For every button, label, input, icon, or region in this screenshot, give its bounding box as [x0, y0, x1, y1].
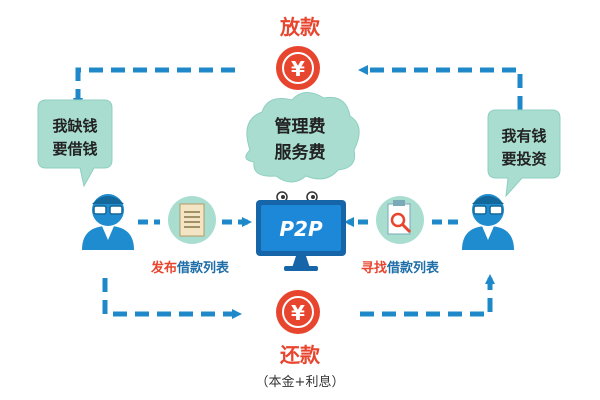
left-caption-part1: 发布: [150, 260, 177, 276]
arrow-bottom-left: [102, 278, 242, 319]
bottom-coin-symbol: ¥: [291, 301, 305, 325]
document-list-icon: [168, 196, 216, 244]
left-caption: 发布借款列表: [150, 260, 230, 276]
top-coin-symbol: ¥: [291, 57, 305, 81]
center-bubble-line2: 服务费: [275, 142, 326, 163]
bottom-sublabel: （本金+利息）: [256, 374, 345, 390]
left-speech-bubble: 我缺钱 要借钱: [37, 99, 113, 188]
bottom-coin-icon: ¥: [276, 290, 320, 334]
left-person-icon: [82, 194, 134, 250]
left-bubble-line2: 要借钱: [52, 140, 97, 158]
bottom-label: 还款: [279, 343, 321, 367]
right-caption-part2: 借款列表: [386, 260, 440, 276]
arrow-bottom-right: [360, 274, 495, 317]
top-coin-icon: ¥: [276, 46, 320, 90]
left-caption-part2: 借款列表: [176, 260, 230, 276]
center-bubble-line1: 管理费: [275, 116, 326, 137]
search-list-icon: [376, 196, 424, 244]
arrow-top-right: [358, 65, 523, 110]
right-caption-part1: 寻找: [361, 260, 387, 276]
top-label: 放款: [279, 15, 321, 39]
right-caption: 寻找借款列表: [361, 260, 440, 276]
center-cloud-bubble: 管理费 服务费: [245, 92, 360, 183]
right-bubble-line1: 我有钱: [501, 127, 546, 145]
right-bubble-line2: 要投资: [501, 150, 546, 168]
right-person-icon: [462, 194, 514, 250]
p2p-monitor-icon: P2P: [256, 191, 346, 271]
arrow-top-left: [73, 67, 235, 108]
right-speech-bubble: 我有钱 要投资: [487, 109, 561, 198]
monitor-screen-text: P2P: [279, 217, 323, 241]
left-bubble-line1: 我缺钱: [52, 117, 97, 135]
